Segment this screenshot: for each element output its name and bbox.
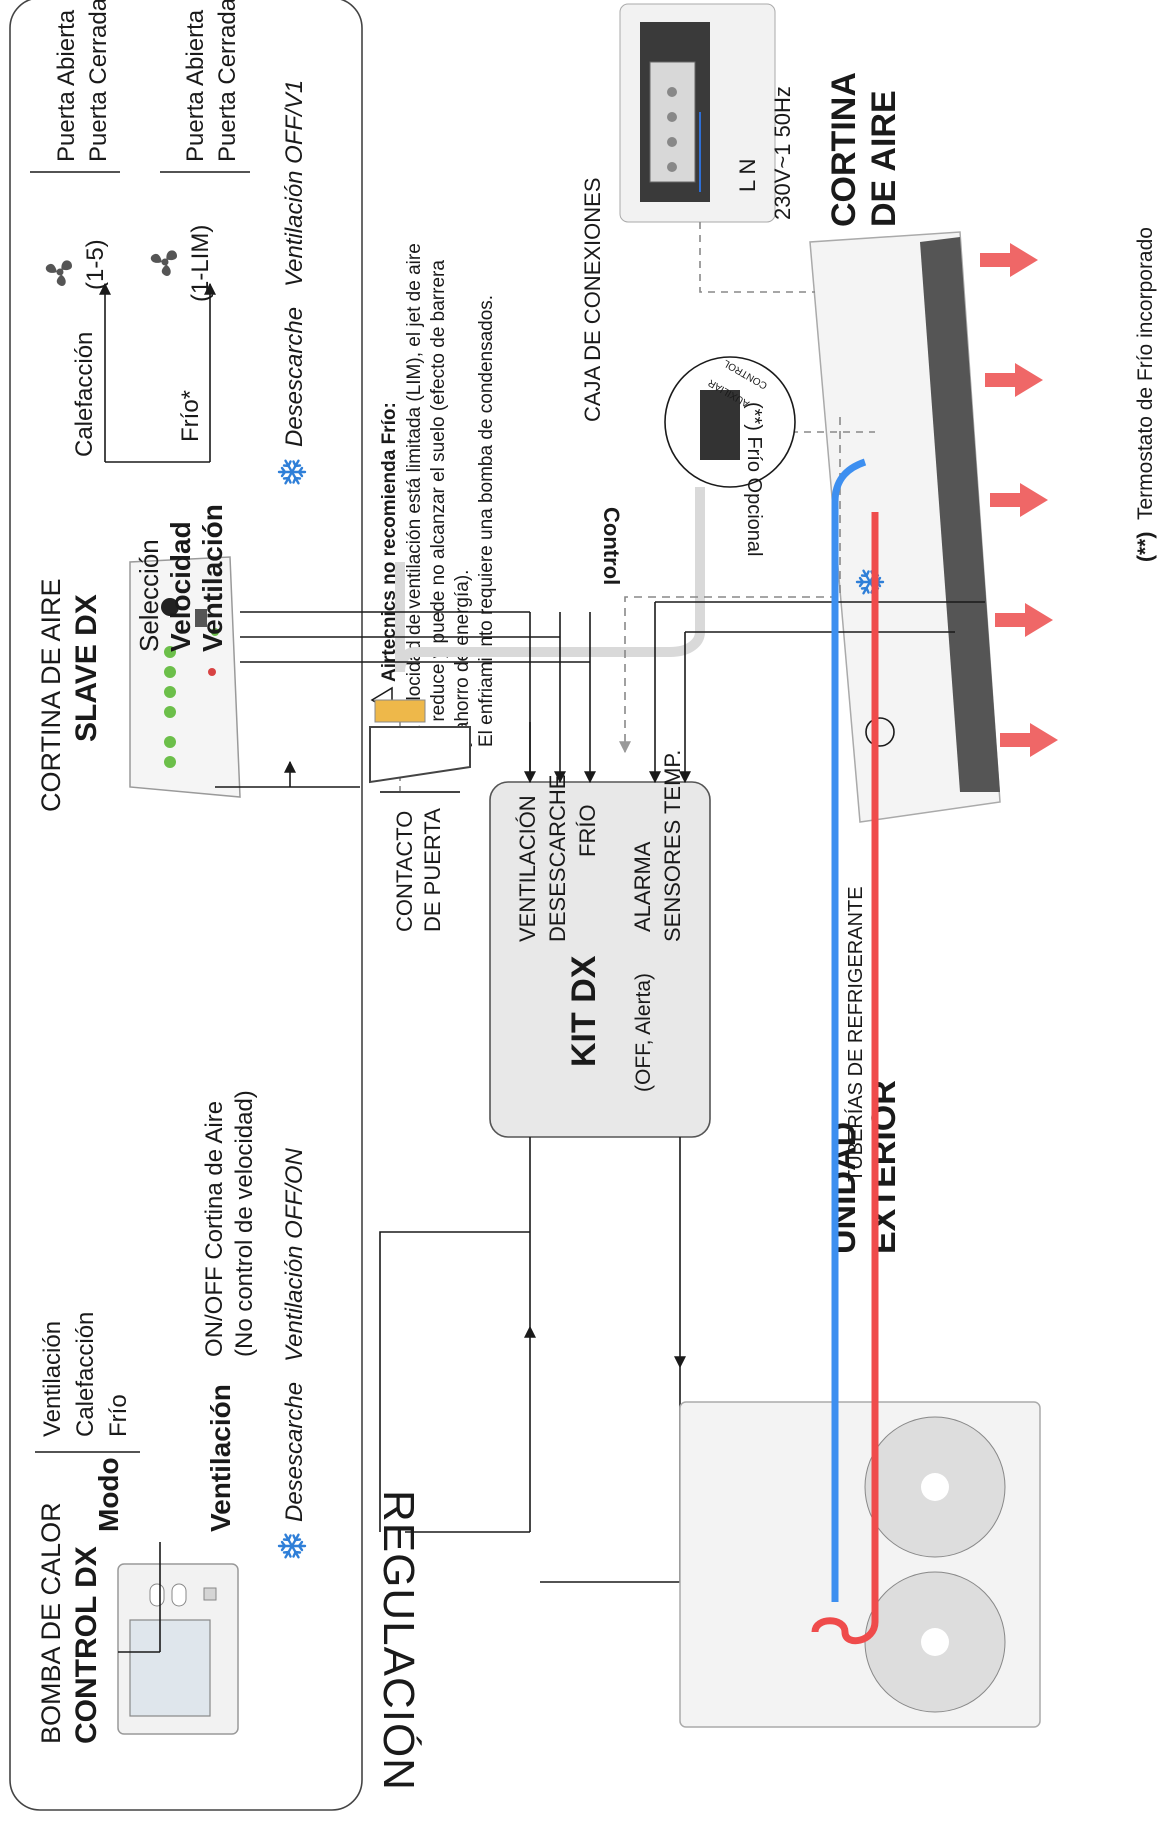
fan-icon: [150, 250, 177, 276]
caja-voltage: 230V~1 50Hz: [770, 86, 795, 220]
outdoor-unit-icon: [679, 1401, 1041, 1728]
note-line2: se reduce y puede no alcanzar el suelo (…: [428, 260, 449, 747]
note-line1: La velocidad de ventilación está limitad…: [404, 243, 425, 747]
defrost-right-label: Desescarche: [281, 307, 308, 447]
frio-label: Frío*: [177, 390, 204, 442]
junction-box-icon: [619, 3, 776, 223]
slave-line2: SLAVE DX: [70, 594, 103, 742]
puerta-cerrada-2: Puerta Cerrada: [214, 0, 241, 162]
side-title: REGULACIÓN: [374, 1490, 423, 1791]
puerta-abierta-1: Puerta Abierta: [53, 9, 80, 162]
defrost-right-value: Ventilación OFF/V1: [281, 80, 308, 287]
kit-title: KIT DX: [565, 955, 603, 1067]
kit-signal-2: DESESCARCHE: [545, 775, 570, 942]
ventilacion-desc2: (No control de velocidad): [231, 1090, 258, 1357]
kit-signal-1: VENTILACIÓN: [515, 795, 540, 942]
puerta-cerrada-1: Puerta Cerrada: [85, 0, 112, 162]
control-label: Control: [599, 507, 624, 585]
air-curtain-unit: [809, 231, 1001, 823]
seleccion-line3: Ventilación: [197, 504, 228, 652]
control-dx-device-icon: [117, 1563, 239, 1735]
unidad-title-1: UNIDAD: [825, 1122, 863, 1254]
ventilacion-desc1: ON/OFF Cortina de Aire: [201, 1101, 228, 1357]
slave-line1: CORTINA DE AIRE: [36, 578, 66, 812]
cold-pipe: [831, 458, 867, 1242]
ventilacion-title: Ventilación: [205, 1384, 236, 1532]
modo-option-2: Calefacción: [72, 1312, 99, 1437]
door-contact-icon: [369, 726, 471, 793]
termostato-text: Termostato de Frío incorporado: [1134, 227, 1157, 520]
contacto-line1: CONTACTO: [392, 811, 417, 932]
modo-title: Modo: [93, 1457, 124, 1532]
kit-alarma-prefix: (OFF, Alerta): [632, 973, 655, 1092]
snowflake-icon: [277, 1533, 307, 1559]
modo-option-3: Frío: [105, 1394, 132, 1437]
air-flow-arrows: [980, 243, 1058, 757]
caja-terminals: L N: [735, 159, 760, 192]
note-line3: y ahorro de energía).: [452, 570, 473, 747]
kit-dx-box: [489, 781, 711, 1138]
seleccion-line1: Selección: [134, 539, 164, 652]
puerta-abierta-2: Puerta Abierta: [182, 9, 209, 162]
tuberias-label: TUBERÍAS DE REFRIGERANTE: [844, 886, 867, 1182]
slave-dx-device-icon: [129, 556, 241, 798]
kit-alarma: ALARMA: [630, 841, 655, 932]
cortina-title-1: CORTINA: [825, 72, 863, 227]
control-line1: BOMBA DE CALOR: [36, 1502, 66, 1744]
calefaccion-range: (1-5): [82, 239, 109, 290]
defrost-left-label: Desescarche: [281, 1382, 308, 1522]
contacto-line2: DE PUERTA: [420, 808, 445, 932]
frio-range: (1-LIM): [187, 225, 214, 302]
regulation-panel: [9, 0, 363, 1811]
seleccion-line2: Velocidad: [165, 521, 196, 652]
caja-title: CAJA DE CONEXIONES: [580, 177, 605, 422]
fan-icon: [45, 260, 72, 286]
note-line4: El enfriamiento requiere una bomba de co…: [476, 295, 497, 747]
defrost-left-value: Ventilación OFF/ON: [281, 1147, 308, 1362]
kit-signal-3: FRÍO: [575, 804, 600, 857]
kit-sensores: SENSORES TEMP.: [660, 750, 685, 942]
control-line2: CONTROL DX: [70, 1546, 103, 1744]
rj-connector-icon: [374, 699, 426, 723]
termostato-star: (**): [1134, 532, 1157, 562]
modo-option-1: Ventilación: [39, 1321, 66, 1437]
cortina-title-2: DE AIRE: [865, 90, 903, 227]
frio-opcional: (**) Frío Opcional: [743, 402, 765, 557]
unidad-title-2: EXTERIOR: [865, 1080, 903, 1254]
calefaccion-label: Calefacción: [71, 332, 98, 457]
snowflake-icon: [277, 459, 307, 485]
